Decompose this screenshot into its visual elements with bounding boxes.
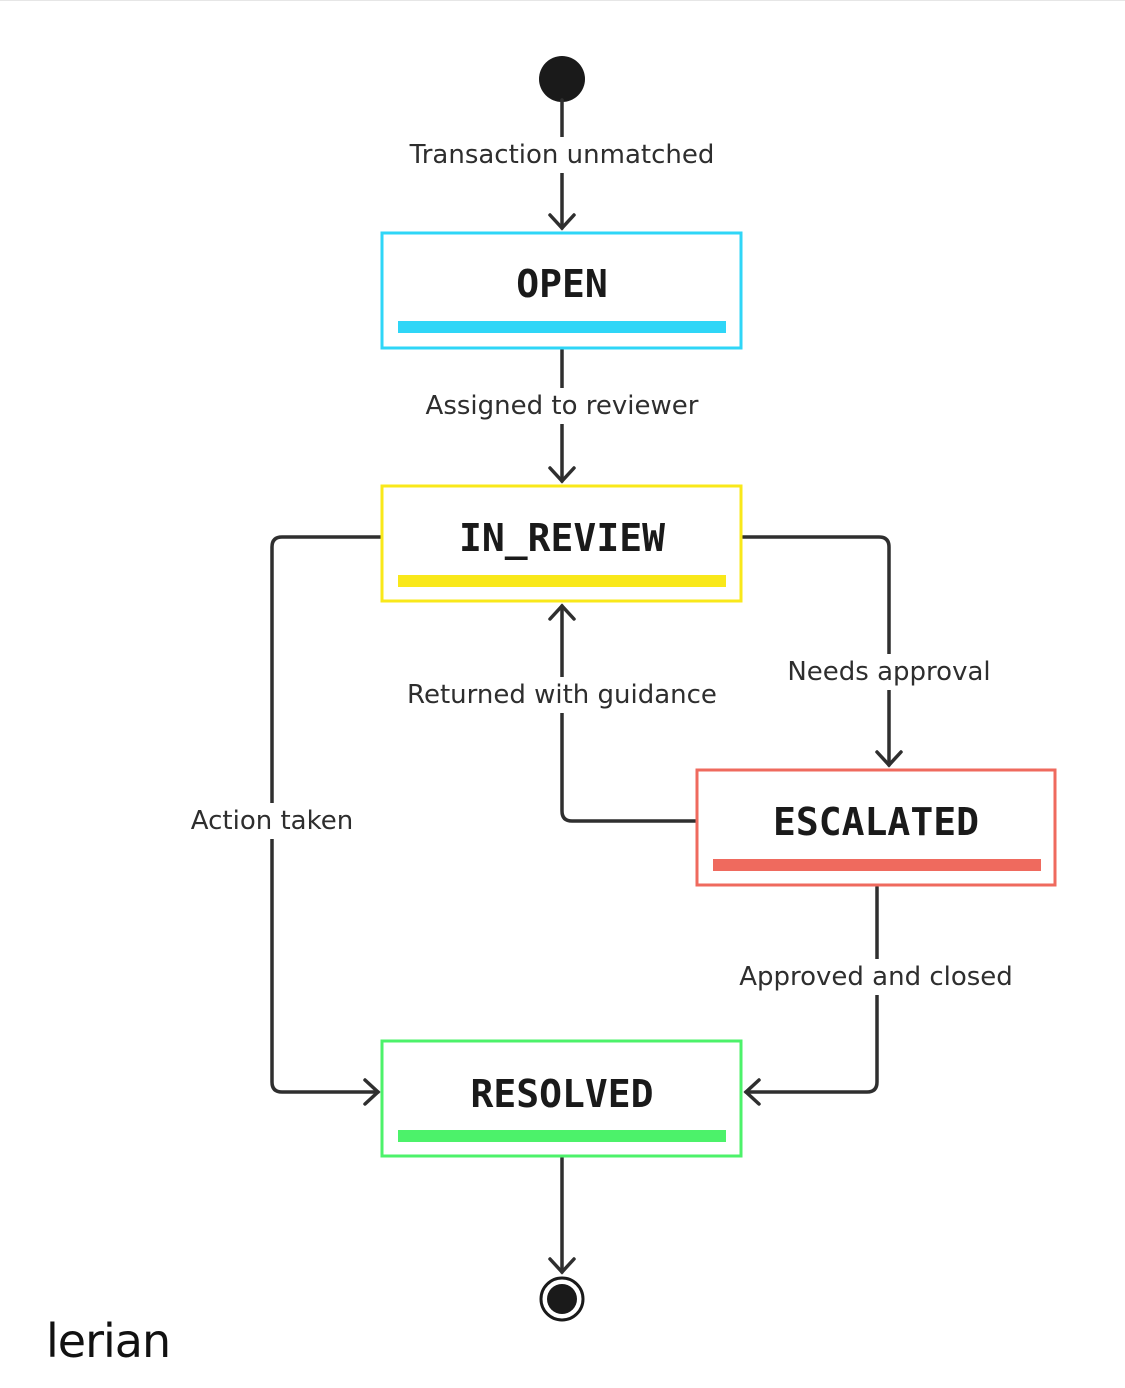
edge-label-review-to-resolved: Action taken [191,806,353,836]
edge-label-start-to-open: Transaction unmatched [409,140,715,170]
state-in-review-bar [398,575,726,587]
edge-escalated-to-review [548,603,698,823]
state-open-label: OPEN [516,262,608,306]
state-resolved: RESOLVED [380,1039,743,1158]
state-escalated: ESCALATED [695,768,1057,887]
edge-label-escalated-to-resolved: Approved and closed [739,962,1013,992]
edge-label-escalated-to-review: Returned with guidance [407,680,717,710]
end-node [539,1276,585,1322]
state-in-review-label: IN_REVIEW [459,516,665,560]
state-open: OPEN [380,231,743,350]
start-node [539,56,585,102]
edge-escalated-to-resolved [743,885,879,1106]
state-resolved-label: RESOLVED [470,1072,653,1116]
edge-review-to-escalated [741,535,903,768]
top-border [0,0,1125,1]
state-in-review: IN_REVIEW [380,484,743,603]
state-escalated-label: ESCALATED [773,800,979,844]
state-escalated-bar [713,859,1041,871]
brand-logo: lerian [46,1314,170,1368]
edge-label-open-to-review: Assigned to reviewer [426,391,699,421]
edge-label-review-to-escalated: Needs approval [787,657,990,687]
state-resolved-bar [398,1130,726,1142]
state-open-bar [398,321,726,333]
edge-resolved-to-end [548,1156,576,1275]
